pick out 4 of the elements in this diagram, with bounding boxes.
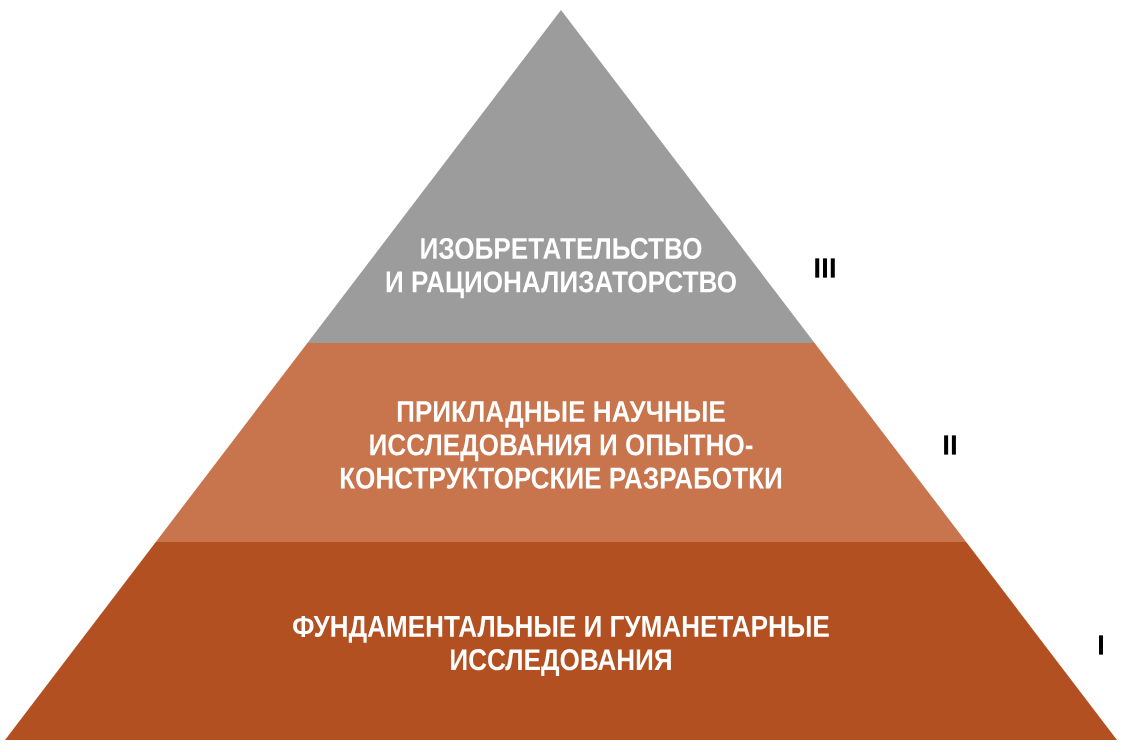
pyramid-tier: ИЗОБРЕТАТЕЛЬСТВО И РАЦИОНАЛИЗАТОРСТВО (307, 10, 815, 343)
roman-numeral: II (944, 435, 956, 455)
roman-numeral: I (1099, 635, 1103, 655)
roman-numeral: III (815, 258, 835, 278)
